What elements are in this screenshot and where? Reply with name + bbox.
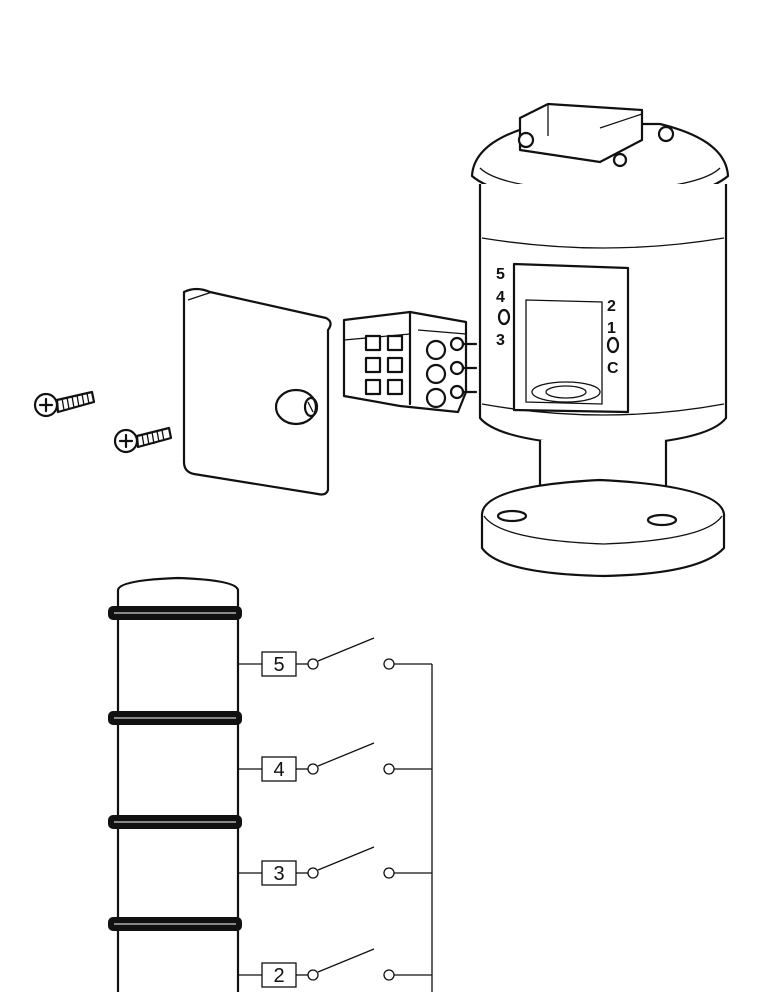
switch-label-3: 3 [273,863,284,885]
base-label-left-5: 5 [496,266,505,283]
switch-contact-2 [238,948,432,988]
switch-contact-5 [238,637,432,677]
base-label-right-2: 2 [607,298,616,315]
signal-tower [108,576,242,992]
switch-contact-3 [238,846,432,886]
base-label-left-3: 3 [496,332,505,349]
screw-upper [33,390,96,418]
base-label-right-1: 1 [607,320,616,337]
switch-label-5: 5 [273,654,284,676]
tower-cap [116,576,240,612]
screw-lower [113,426,173,454]
base-label-right-c: C [607,360,619,377]
switch-contact-4 [238,742,432,782]
cover-plate [182,287,332,496]
base-unit [470,102,730,578]
switch-label-2: 2 [273,965,284,987]
base-label-left-4: 4 [496,289,505,306]
terminal-block [342,310,478,414]
switch-label-4: 4 [273,759,284,781]
